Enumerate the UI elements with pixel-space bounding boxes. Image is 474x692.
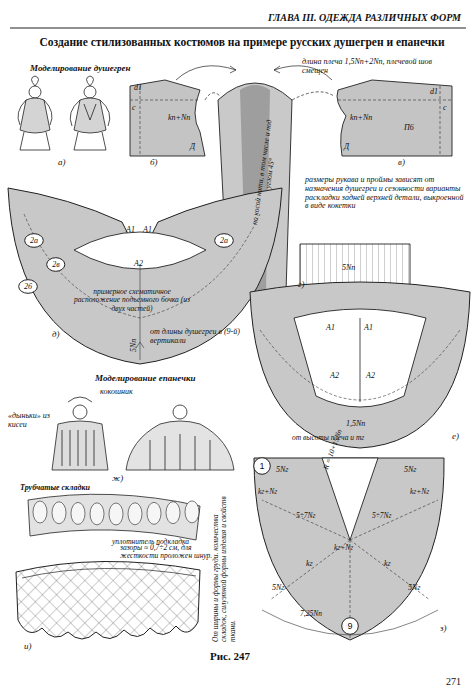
- node-text: 9: [341, 621, 359, 631]
- dimension-label: kг: [306, 560, 313, 569]
- tube-fold: [71, 502, 85, 524]
- figure-letter: в): [398, 158, 405, 168]
- dimension-label: 5Nп: [130, 339, 139, 352]
- dimension-label: 1,5Nп: [346, 420, 365, 429]
- figure-letter: д): [52, 330, 60, 340]
- node-shape: [19, 279, 38, 293]
- tube-fold: [128, 503, 142, 525]
- point-label: d1: [430, 88, 438, 97]
- node-shape: [25, 233, 44, 247]
- point-label: А2: [366, 372, 375, 381]
- figure-letter: г): [298, 280, 305, 290]
- tube-fold: [185, 501, 199, 523]
- tube-fold: [52, 502, 66, 524]
- dimension-label: 5Nг: [276, 466, 288, 475]
- dimension-label: kг+Nг: [410, 488, 429, 496]
- note-text: примерное схематичное расположение подъе…: [72, 288, 192, 313]
- node-shape: [215, 233, 234, 247]
- dimension-label: 5Nг: [272, 584, 284, 593]
- point-label: А1: [126, 226, 135, 235]
- callout-circle: 1: [253, 457, 271, 475]
- part-label: кокошник: [100, 388, 133, 397]
- dimension-label: от высоты плеча и mг: [292, 434, 364, 442]
- tube-fold: [109, 503, 123, 525]
- figure-letter: и): [24, 642, 32, 652]
- dimension-label: kп+Nп: [168, 114, 190, 123]
- dimension-label: kг: [384, 560, 391, 569]
- dimension-label: kг+Nг: [258, 488, 277, 496]
- point-label: Д: [190, 143, 195, 152]
- chapter-header: ГЛАВА III. ОДЕЖДА РАЗЛИЧНЫХ ФОРМ: [268, 12, 461, 23]
- tube-fold: [90, 503, 104, 525]
- dimension-label: 5Nг: [404, 466, 416, 475]
- point-label: c: [132, 104, 136, 113]
- dimension-note: длина плеча 1,5Nп+2Nп, плечевой шов смещ…: [302, 58, 452, 76]
- node-text: 2б: [18, 282, 38, 291]
- node-text: 2в: [46, 260, 65, 269]
- section-heading: Моделирование епанечки: [95, 374, 196, 384]
- part-label: уплотнитель подкладка: [112, 538, 192, 546]
- dimension-label: 5÷7Nг: [296, 512, 316, 520]
- node-text: 2а: [214, 236, 234, 245]
- figure-letter: а): [58, 158, 66, 168]
- part-label: Трубчатые складки: [20, 484, 90, 493]
- part-ellipse: 2в: [46, 257, 65, 272]
- node-shape: [342, 618, 359, 635]
- section-heading: Моделирование душегрен: [30, 64, 130, 74]
- part-ellipse: 2а: [24, 233, 44, 248]
- figure-title: Создание стилизованных костюмов на приме…: [22, 36, 462, 49]
- dimension-label: kг+Nг: [334, 544, 353, 552]
- figure-caption: Рис. 247: [210, 650, 250, 662]
- note-text: От ширины и формы груди. количества скла…: [212, 492, 237, 642]
- note-text: зазоры ≈ 0,7÷2 см, для жесткости проложе…: [120, 544, 216, 561]
- point-label: А1: [364, 324, 373, 333]
- note-text: размеры рукава и проймы зависят от назна…: [305, 176, 467, 211]
- dimension-label: 5÷7Nг: [372, 512, 392, 520]
- node-text: 2а: [24, 236, 44, 245]
- point-label: А2: [330, 372, 339, 381]
- part-label: «дыньки» из кисеи: [8, 412, 52, 430]
- node-text: 1: [253, 461, 271, 471]
- point-label: Д: [344, 143, 349, 152]
- part-ellipse: 2б: [18, 279, 38, 294]
- point-label: c: [443, 104, 447, 113]
- point-label: А1: [143, 226, 152, 235]
- dimension-label: 5Nп: [342, 264, 355, 273]
- callout-circle: 9: [341, 617, 359, 635]
- figure-letter: е): [452, 432, 459, 442]
- node-shape: [47, 257, 65, 271]
- figure-letter: ж): [112, 474, 123, 484]
- figure-letter: з): [440, 624, 447, 634]
- dimension-label: kп+Nп: [350, 114, 372, 123]
- point-label: d1: [134, 84, 142, 93]
- node-shape: [254, 458, 271, 475]
- page-number: 271: [446, 676, 461, 687]
- point-label: А2: [134, 260, 143, 269]
- point-label: А1: [326, 324, 335, 333]
- point-label: П6: [404, 124, 414, 133]
- tube-fold: [166, 502, 180, 524]
- dimension-label: 7,25Nп: [300, 610, 322, 618]
- part-ellipse: 2а: [214, 233, 234, 248]
- tube-fold: [147, 502, 161, 524]
- tube-fold: [33, 501, 47, 523]
- figure-letter: б): [150, 158, 158, 168]
- note-text: от длины душегреи в (9-й) вертикали: [150, 328, 240, 346]
- dimension-label: 5Nг: [408, 584, 420, 593]
